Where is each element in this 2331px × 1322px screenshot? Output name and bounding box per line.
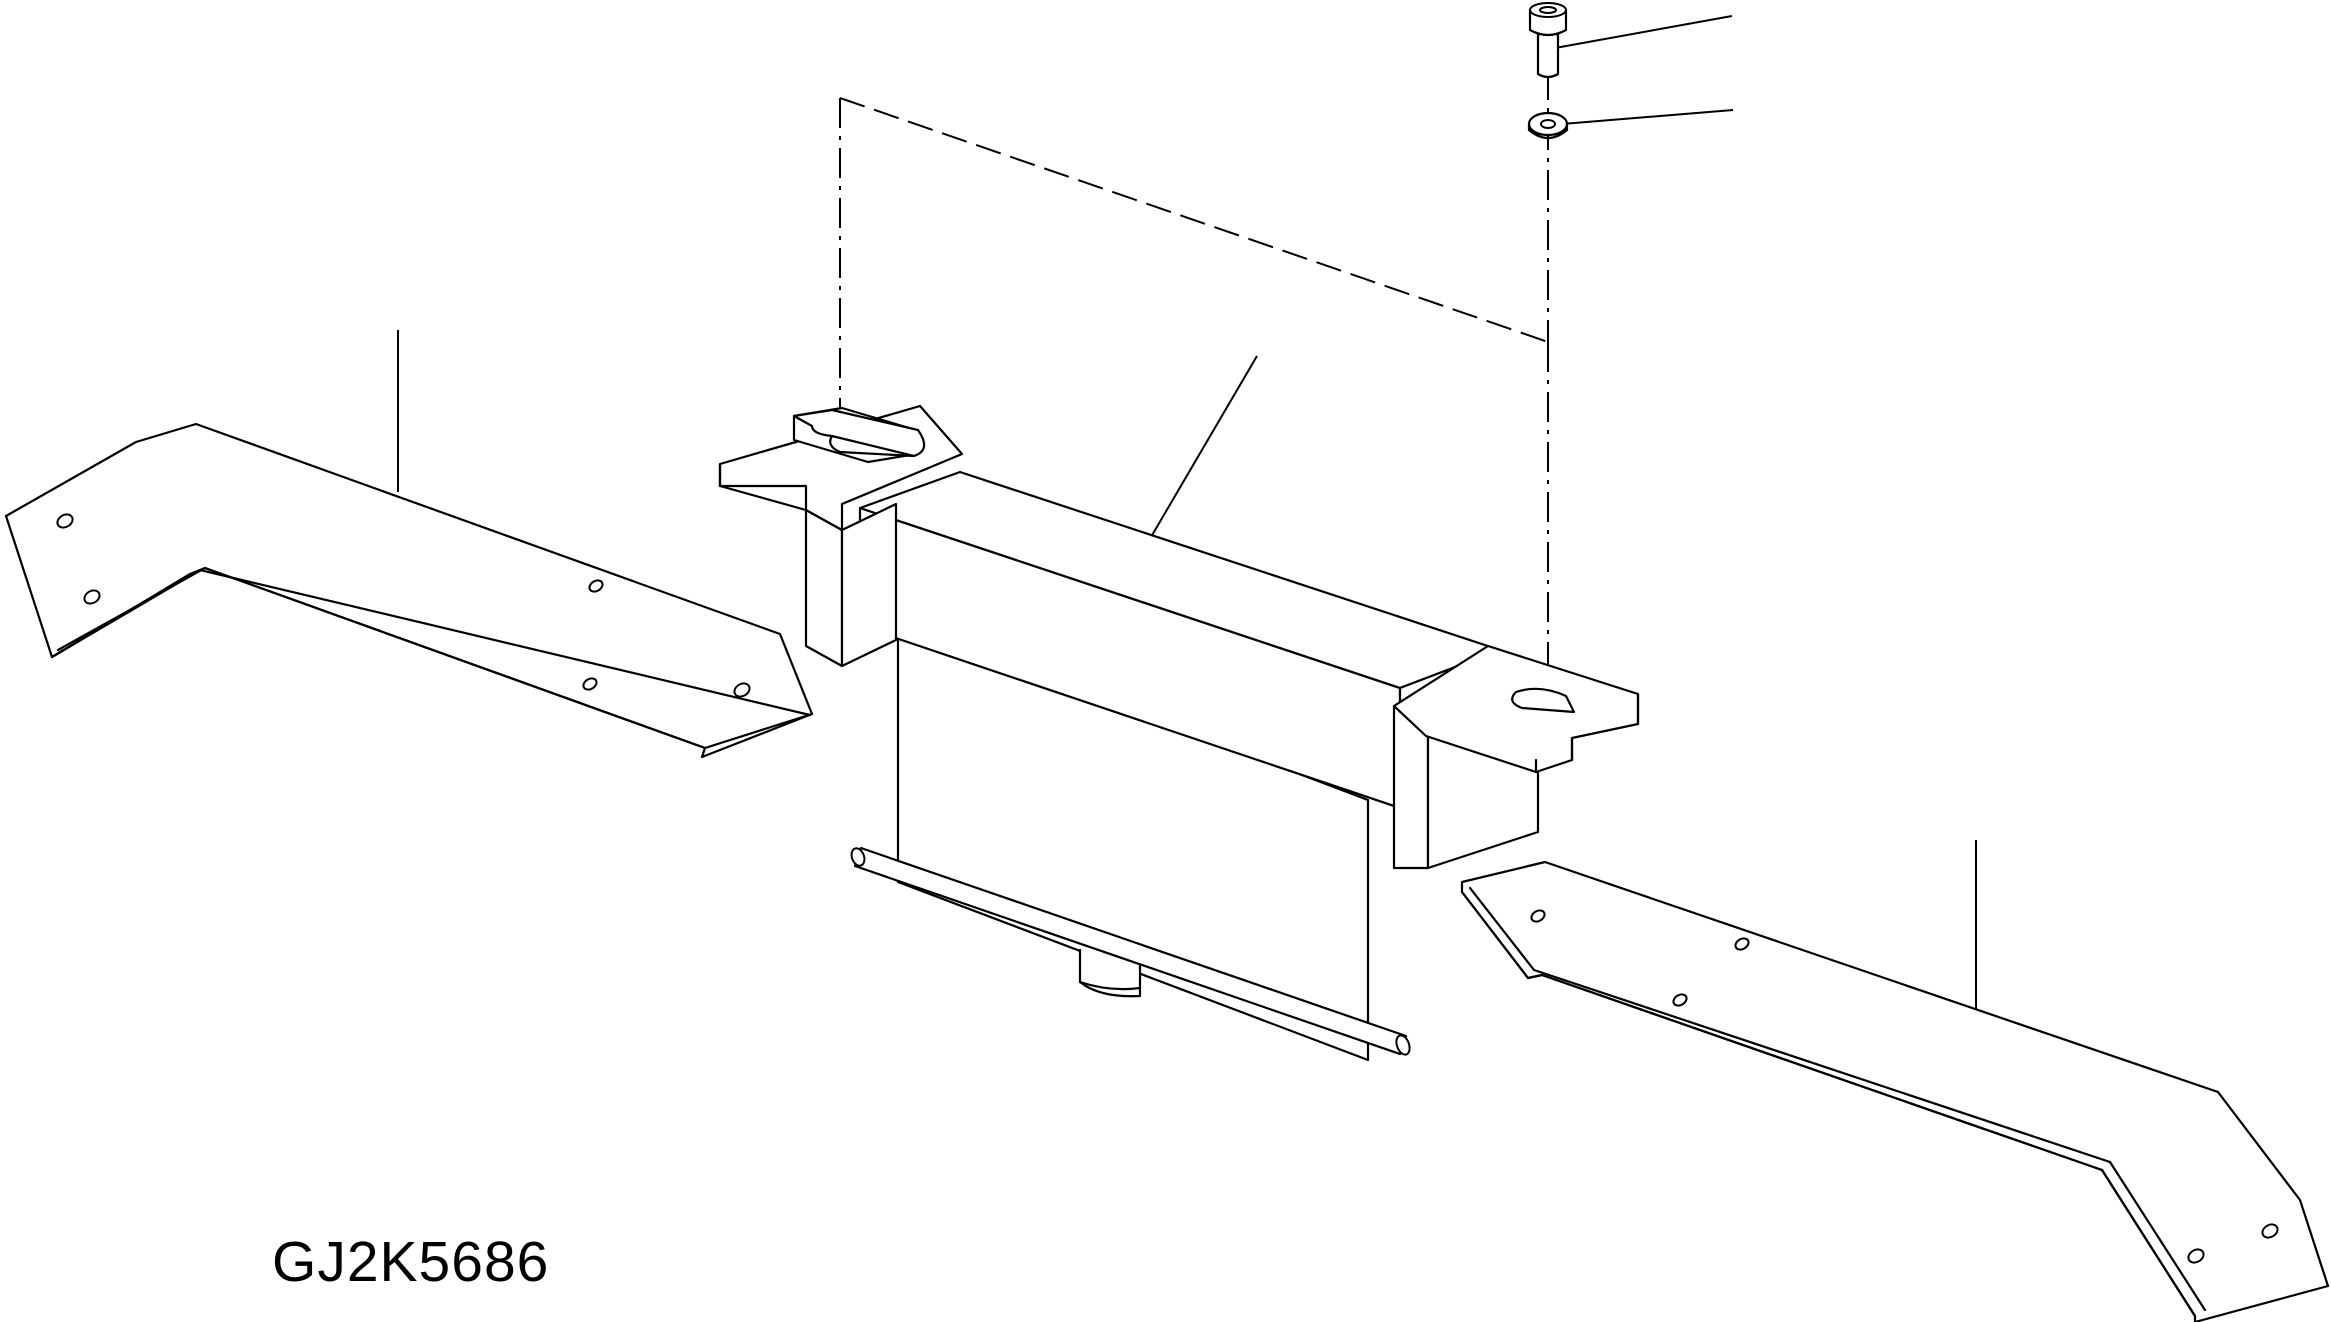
washer (1527, 111, 1569, 140)
left-bracket-plate (4, 422, 814, 759)
center-mounting-frame (718, 404, 1640, 1062)
hole-icon (588, 579, 604, 593)
cap-screw-shank (1536, 32, 1560, 79)
cap-screw (1528, 2, 1568, 79)
hole-icon (2261, 1223, 2279, 1239)
assembly-guide-lines (839, 70, 1549, 712)
hole-icon (83, 589, 101, 605)
hole-icon (582, 677, 598, 691)
leader-cap-screw (1554, 15, 1733, 49)
leader-lines (397, 15, 1977, 1010)
hole-icon (1734, 937, 1750, 951)
figure-code-label: GJ2K5686 (272, 1230, 550, 1294)
leader-washer (1561, 109, 1734, 125)
hole-icon (1672, 993, 1688, 1007)
hole-icon (56, 513, 74, 529)
leader-center-frame (1150, 355, 1258, 538)
frame-right-flange (1392, 644, 1640, 870)
frame-left-flange (718, 404, 964, 668)
right-bracket-plate (1460, 860, 2330, 1322)
hole-icon (1530, 909, 1546, 923)
hole-icon (2187, 1248, 2205, 1264)
frame-knob (1078, 948, 1142, 998)
hole-icon (733, 682, 751, 698)
frame-rod (850, 846, 1411, 1056)
